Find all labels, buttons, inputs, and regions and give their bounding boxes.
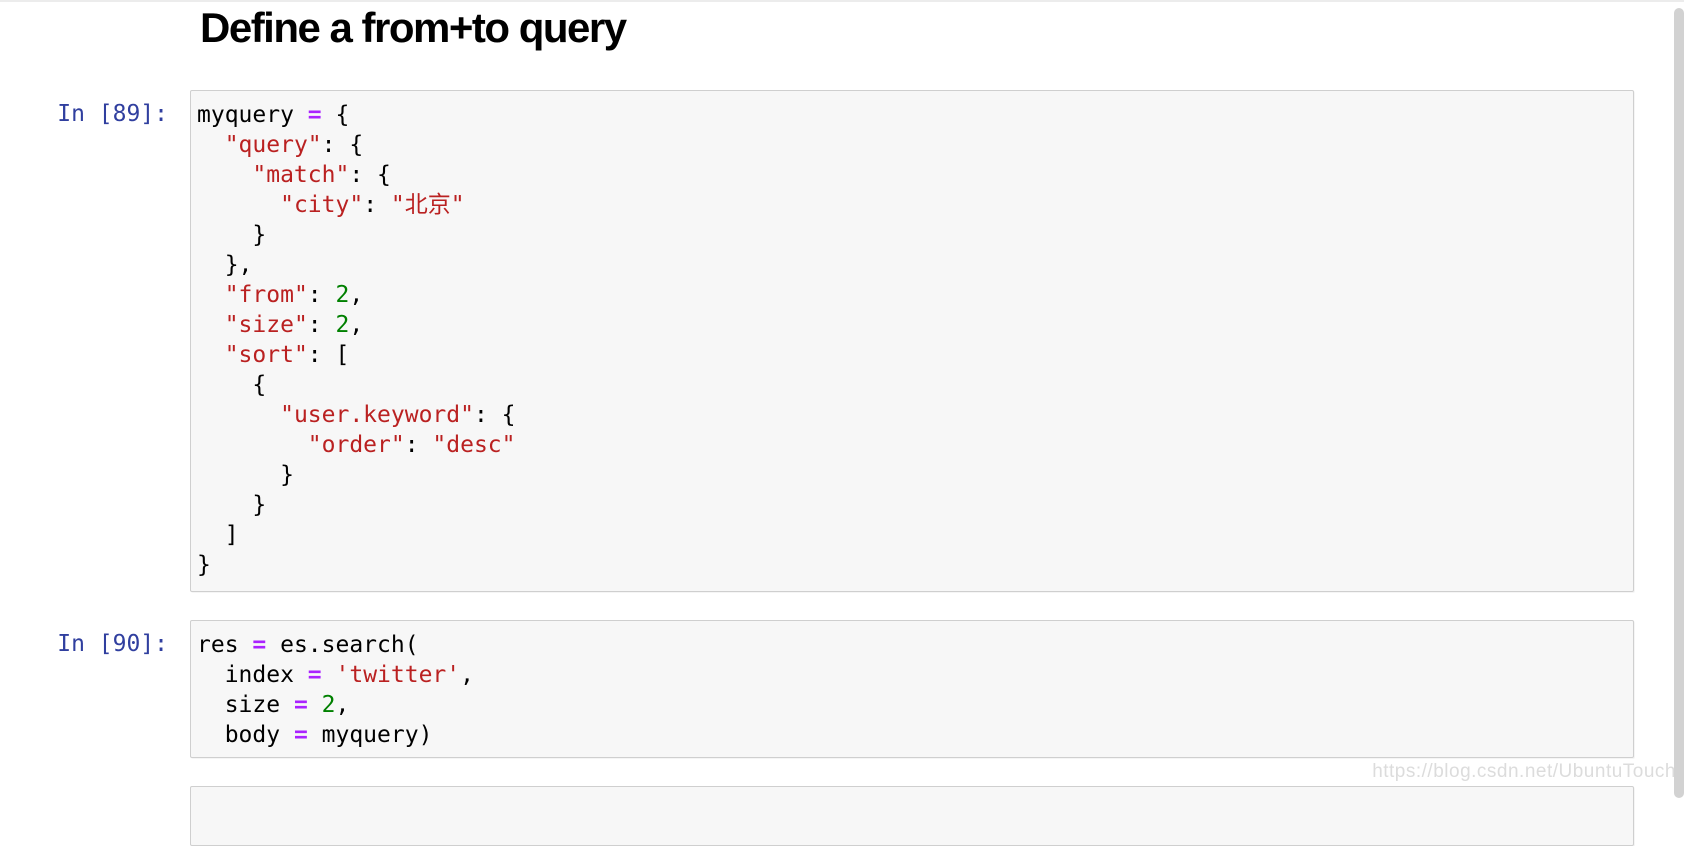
- code-line: "order": "desc": [307, 432, 516, 458]
- page-top-border: [0, 0, 1684, 2]
- code-line: "from": 2,: [224, 282, 364, 308]
- code-line: "user.keyword": {: [280, 402, 516, 428]
- code-line: res = es.search(: [197, 632, 419, 658]
- code-line: }: [197, 462, 294, 488]
- code-line: size = 2,: [197, 692, 350, 718]
- code-line: "match": {: [252, 162, 391, 188]
- code-line: myquery = {: [197, 102, 350, 128]
- notebook-heading: Define a from+to query: [200, 4, 627, 51]
- code-line: "sort": [: [224, 342, 350, 368]
- code-line: "query": {: [224, 132, 364, 158]
- code-line: ]: [197, 522, 239, 548]
- code-line: }: [197, 552, 211, 578]
- input-prompt-89: In [89]:: [57, 101, 168, 127]
- code-cell-input-89[interactable]: myquery = { "query": { "match": { "city"…: [190, 90, 1634, 592]
- csdn-watermark: https://blog.csdn.net/UbuntuTouch: [1372, 761, 1676, 782]
- code-line: }: [197, 222, 267, 248]
- code-cell-input-next[interactable]: [190, 786, 1634, 846]
- vertical-scrollbar-thumb[interactable]: [1674, 8, 1684, 798]
- code-line: {: [197, 372, 267, 398]
- code-line: },: [197, 252, 253, 278]
- code-line: "size": 2,: [224, 312, 364, 338]
- code-line: body = myquery): [197, 722, 433, 748]
- input-prompt-90: In [90]:: [57, 631, 168, 657]
- code-line: "city": "北京": [280, 192, 465, 218]
- code-cell-input-90[interactable]: res = es.search( index = 'twitter', size…: [190, 620, 1634, 758]
- code-line: index = 'twitter',: [197, 662, 474, 688]
- code-line: }: [197, 492, 267, 518]
